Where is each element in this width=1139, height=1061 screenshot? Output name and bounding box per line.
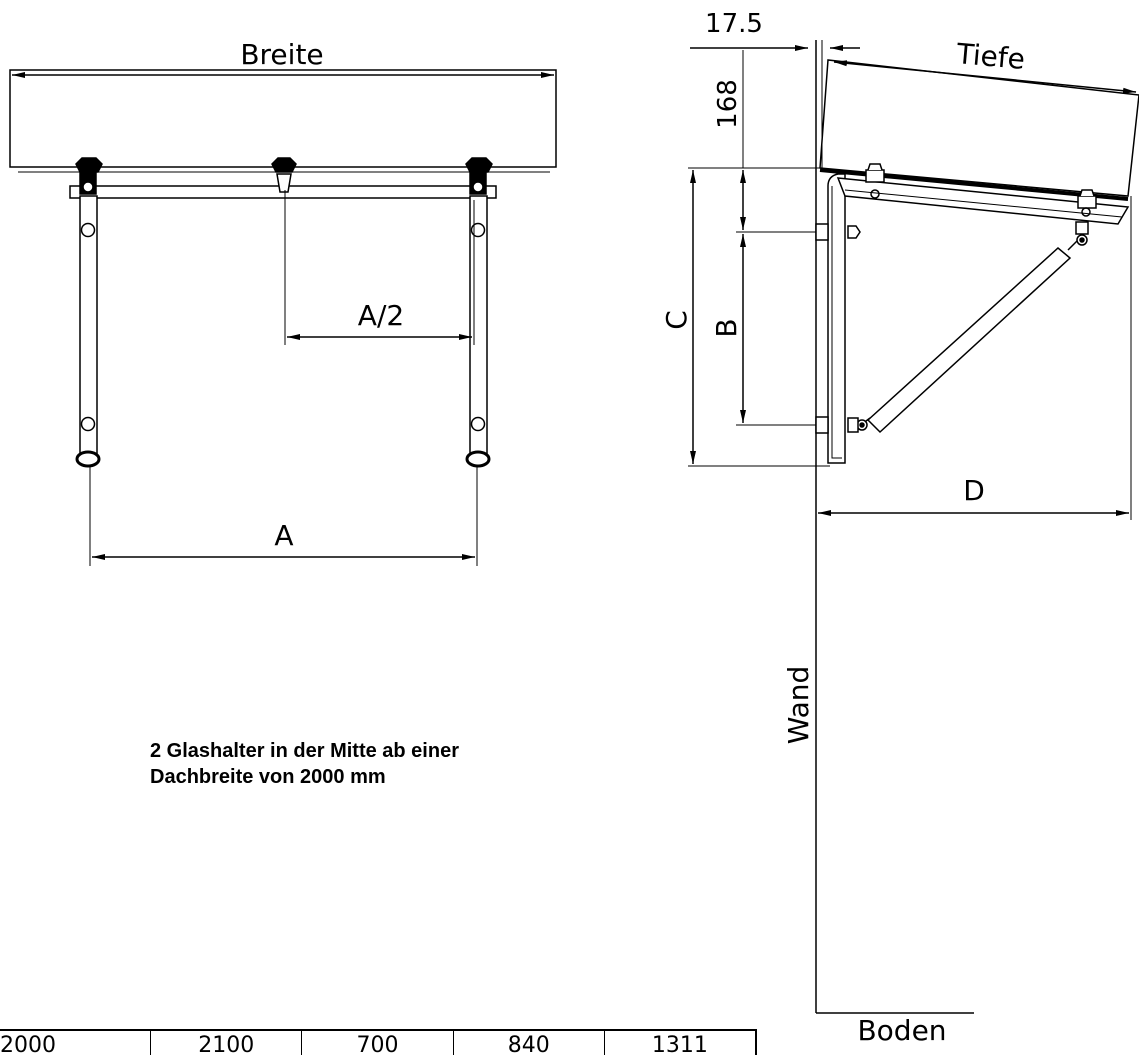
half-a-label: A/2	[358, 299, 404, 332]
a-label: A	[274, 519, 293, 552]
table-cell: 2000	[0, 1033, 56, 1058]
glass-holder-right	[465, 157, 493, 195]
table-cell: 2100	[150, 1031, 301, 1058]
note-line-2: Dachbreite von 2000 mm	[150, 766, 386, 788]
dimension-table: 2000 2100 700 840 1311	[0, 1029, 757, 1058]
side-glass-holder-front	[865, 163, 885, 199]
roof-arm	[836, 177, 1130, 225]
dim-17-5-label: 17.5	[705, 9, 763, 39]
dim-168-label: 168	[713, 79, 743, 129]
c-label: C	[660, 310, 693, 330]
note-line-1: 2 Glashalter in der Mitte ab einer	[150, 740, 459, 762]
table-cell: 840	[452, 1031, 604, 1058]
table-cell: 700	[301, 1031, 452, 1058]
wall-bracket	[827, 173, 846, 464]
glass-holder-center	[271, 157, 297, 193]
diagonal-strut	[866, 247, 1072, 434]
side-glass-holder-back	[1077, 189, 1097, 217]
d-label: D	[963, 474, 985, 507]
front-view	[9, 69, 557, 566]
glass-holder-left	[75, 157, 103, 195]
breite-label: Breite	[240, 38, 323, 71]
wand-label: Wand	[782, 666, 815, 745]
glass-panel	[9, 69, 557, 168]
tiefe-label: Tiefe	[954, 37, 1026, 76]
b-label: B	[710, 318, 743, 337]
glass-holder-note: 2 Glashalter in der Mitte ab einer Dachb…	[150, 738, 459, 790]
wall-anchor-bottom	[815, 416, 829, 434]
wall-anchor-top	[815, 223, 829, 241]
tiefe-dimension-line	[833, 60, 1137, 94]
roof-glass-side	[819, 59, 1139, 197]
right-post-foot	[465, 450, 491, 468]
boden-label: Boden	[857, 1014, 946, 1046]
side-view	[688, 40, 1139, 1014]
table-cell: 1311	[603, 1031, 755, 1058]
left-post-foot	[75, 450, 101, 468]
